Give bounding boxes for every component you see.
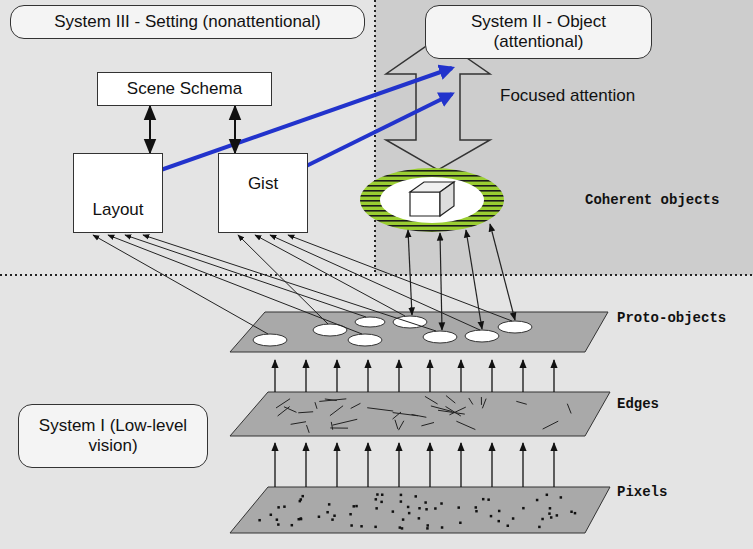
node-text: Scene Schema <box>127 79 242 99</box>
node-text: System III - Setting (nonattentional) <box>54 12 320 32</box>
node-text: Gist <box>248 174 278 194</box>
system-title: System II - Object (attentional) <box>425 5 652 59</box>
gist-box: Gist <box>218 153 308 233</box>
system-ii-region <box>375 0 753 275</box>
feedforward-arrows <box>275 360 554 487</box>
proto-objects <box>253 316 532 346</box>
stage-label: Focused attention <box>500 86 635 106</box>
coherent-object-ring <box>360 168 504 232</box>
pixels-plane <box>230 487 610 533</box>
level-label: Coherent objects <box>585 192 719 208</box>
level-label: Proto-objects <box>617 310 726 326</box>
node-text: System II - Object (attentional) <box>434 12 643 51</box>
layout-box: Layout <box>73 153 163 233</box>
proto-object-plane <box>230 312 608 352</box>
level-label: Pixels <box>617 484 667 500</box>
connector <box>149 106 151 153</box>
level-label: Edges <box>617 396 659 412</box>
divider <box>0 274 753 276</box>
edges-plane <box>230 392 610 436</box>
divider <box>374 0 376 275</box>
schema-box: Scene Schema <box>97 72 272 106</box>
proto-object-links <box>93 235 512 334</box>
connector <box>234 106 236 153</box>
node-text: Layout <box>92 200 143 220</box>
system-title: System III - Setting (nonattentional) <box>10 5 365 39</box>
node-text: System I (Low-level vision) <box>33 416 193 455</box>
coherent-object-core <box>380 177 484 223</box>
cube <box>410 182 454 216</box>
plane-texture <box>258 396 576 530</box>
system-title: System I (Low-level vision) <box>18 404 208 468</box>
coherence-links <box>408 224 515 330</box>
